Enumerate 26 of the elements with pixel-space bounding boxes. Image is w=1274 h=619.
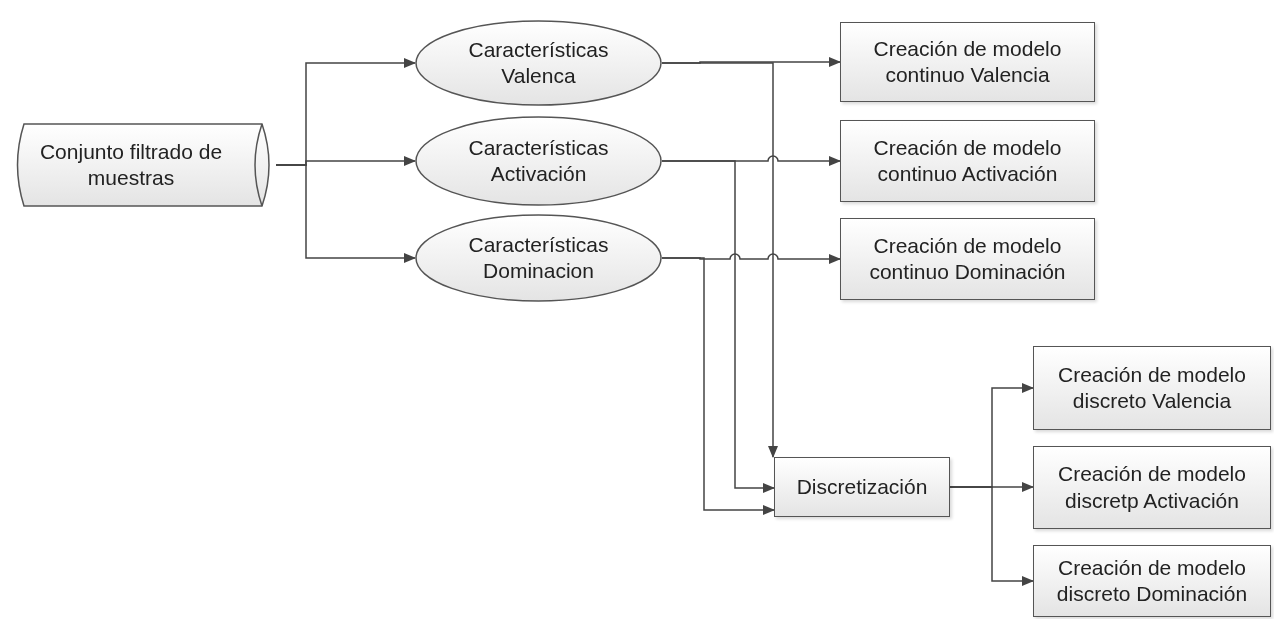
process-box bbox=[1033, 545, 1271, 617]
node-label: Creación de modelo discreto Valencia bbox=[1057, 361, 1247, 414]
ellipse-node bbox=[415, 116, 662, 206]
node-label: Discretización bbox=[795, 473, 929, 500]
process-box bbox=[840, 22, 1095, 102]
ellipse-node bbox=[415, 214, 662, 302]
node-label: Características Dominacion bbox=[467, 231, 610, 284]
process-box bbox=[840, 120, 1095, 202]
node-label: Características Valenca bbox=[467, 36, 610, 89]
node-label: Creación de modelo discreto Dominación bbox=[1055, 554, 1249, 607]
process-box bbox=[774, 457, 950, 517]
process-box bbox=[1033, 446, 1271, 529]
node-label: Creación de modelo continuo Dominación bbox=[868, 232, 1067, 285]
node-label: Creación de modelo discretp Activación bbox=[1057, 461, 1247, 514]
process-box bbox=[1033, 346, 1271, 430]
arrow bbox=[661, 62, 778, 458]
arrow bbox=[661, 257, 775, 515]
node-label: Conjunto filtrado de muestras bbox=[38, 138, 224, 191]
node-label: Características Activación bbox=[467, 134, 610, 187]
node-label: Creación de modelo continuo Valencia bbox=[872, 35, 1063, 88]
process-box bbox=[840, 218, 1095, 300]
arrow bbox=[949, 486, 1034, 586]
arrow bbox=[275, 164, 416, 263]
ellipse-node bbox=[415, 20, 662, 106]
node-label: Creación de modelo continuo Activación bbox=[872, 134, 1063, 187]
arrow bbox=[661, 160, 775, 493]
